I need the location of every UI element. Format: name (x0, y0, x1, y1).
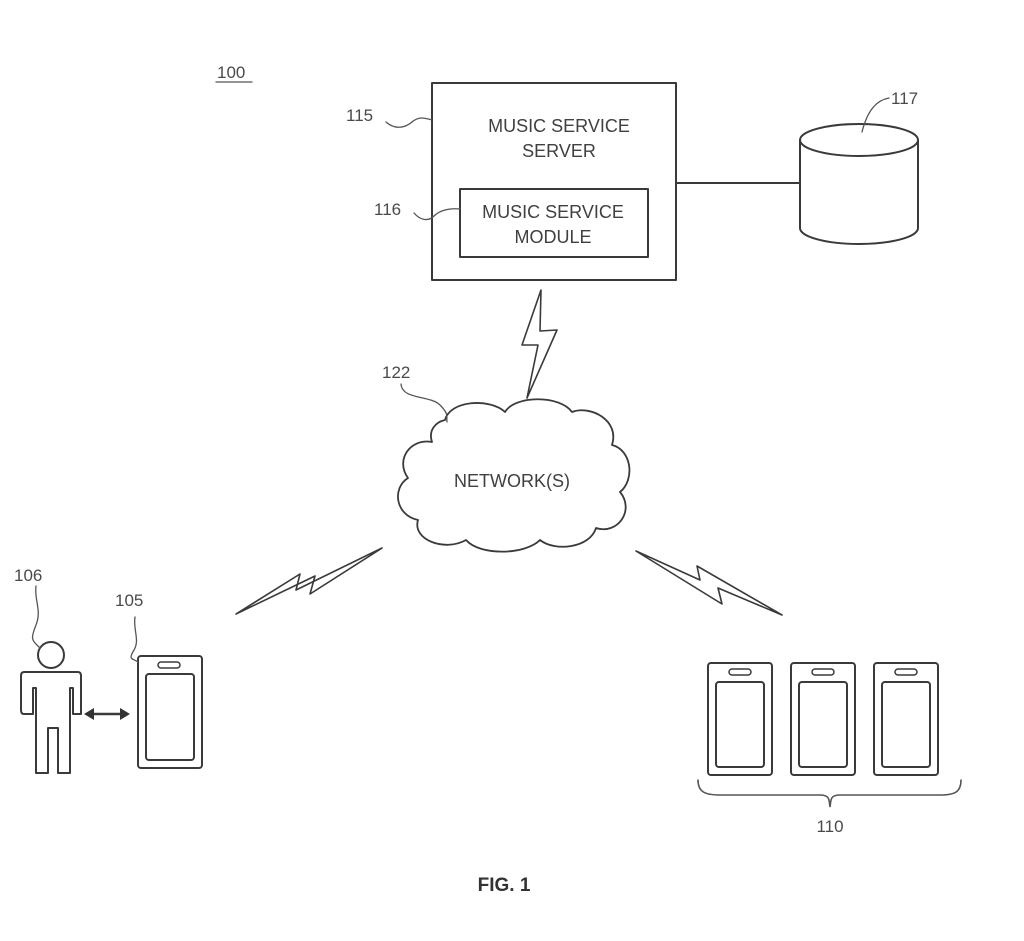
network-leader-line (400, 383, 448, 423)
network-ref-label: 122 (382, 363, 410, 382)
user-ref-label: 106 (14, 566, 42, 585)
other-devices-group (707, 662, 939, 776)
server-leader-line (385, 117, 433, 128)
network-label: NETWORK(S) (454, 471, 570, 491)
other-devices-ref-label: 110 (816, 817, 843, 836)
music-service-server: MUSIC SERVICE SERVER (431, 82, 677, 281)
server-label-line1: MUSIC SERVICE (488, 116, 630, 136)
module-label-line1: MUSIC SERVICE (482, 202, 624, 222)
other-device-icon (873, 662, 939, 776)
network-other-devices-lightning-icon (635, 550, 783, 616)
other-devices-brace (697, 779, 962, 808)
module-ref-label: 116 (374, 200, 401, 219)
server-ref-label: 115 (346, 106, 373, 125)
user-figure-icon (20, 641, 82, 774)
music-service-module: MUSIC SERVICE MODULE (459, 188, 649, 258)
module-box (459, 188, 649, 258)
server-box (431, 82, 677, 281)
user-device-ref-label: 105 (115, 591, 143, 610)
figure-title: FIG. 1 (478, 875, 531, 896)
module-leader-line (413, 208, 461, 221)
database-ref-label: 117 (891, 89, 918, 108)
other-device-icon (707, 662, 773, 776)
other-device-icon (790, 662, 856, 776)
network-cloud-icon (397, 398, 631, 553)
database-leader-line (861, 97, 890, 133)
user-device-interaction-arrow-icon (84, 708, 130, 720)
server-network-lightning-icon (521, 289, 558, 399)
system-ref-label: 100 (217, 63, 245, 82)
server-label-line2: SERVER (522, 141, 596, 161)
user-leader-line (31, 585, 41, 649)
user-device-icon (137, 655, 203, 769)
user-device-leader-line (130, 616, 139, 663)
module-label-line2: MODULE (514, 227, 591, 247)
network-user-device-lightning-icon (235, 547, 383, 615)
database-cylinder-icon (799, 123, 919, 245)
